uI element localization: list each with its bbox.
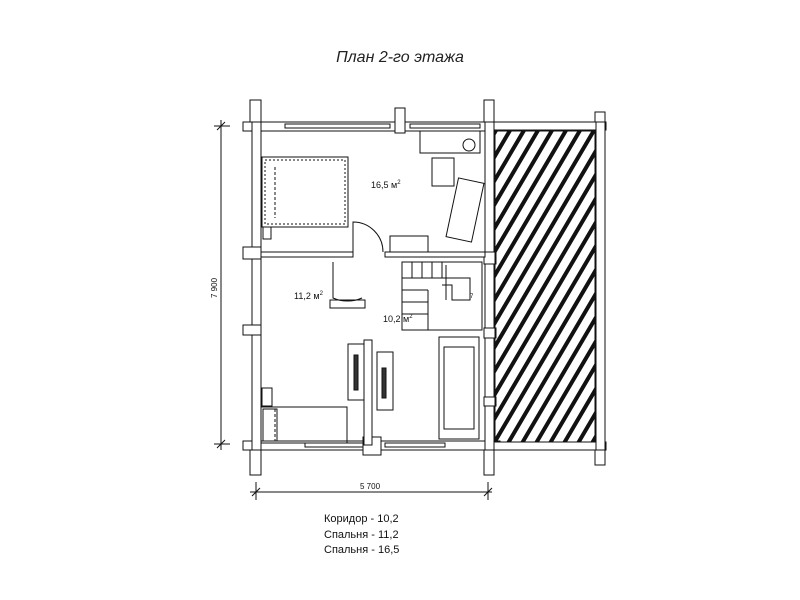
wardrobe-right [376,351,394,411]
window-bottom-left [304,442,366,448]
chair [431,157,455,187]
sofa-lower [438,336,480,440]
nightstand-lower [261,387,273,407]
area-legend: Коридор - 10,2 Спальня - 11,2 Спальня - … [324,512,399,559]
dimension-width-label: 5 700 [360,482,381,491]
window-top-right [409,123,481,129]
right-wall-joint-middle [483,327,497,339]
stair-step-label: 7 [470,294,474,300]
sofa-upper [445,177,485,243]
room-area-corridor: 10,2 м2 [383,314,413,324]
left-wall-joint-lower [242,324,262,336]
dimension-height-label: 7 900 [210,277,219,298]
left-wall-joint-upper [242,246,262,260]
door-lower [332,262,363,302]
wall-left [251,121,262,451]
staircase [401,261,483,331]
partition-vertical [363,339,373,446]
desk-lamp [462,138,476,152]
legend-item-bedroom-large: Спальня - 16,5 [324,544,400,556]
legend-item-corridor: Коридор - 10,2 [324,513,399,525]
balcony-rail-right [595,121,606,451]
balcony-rail-top [493,121,607,131]
balcony-rail-bottom [493,441,607,451]
legend-item-bedroom-small: Спальня - 11,2 [324,528,399,541]
right-wall-joint-upper [483,251,497,265]
nightstand-upper [262,226,272,240]
top-wall-post [394,107,406,134]
cabinet [389,235,429,253]
right-wall-joint-lower [483,396,497,407]
window-top-left [284,123,391,129]
dimension-width [250,482,493,500]
partition-short [329,299,366,309]
plan-title: План 2-го этажа [336,49,464,66]
partition-upper-left [260,251,354,258]
wall-right [484,121,495,451]
balcony-hatch [495,131,595,442]
wardrobe-left [347,343,365,401]
desk [419,130,481,154]
room-area-bedroom-small: 11,2 м2 [294,291,324,301]
dimension-height [214,120,230,450]
bed-upper [261,156,349,228]
bed-lower [260,406,348,444]
window-bottom-right [384,442,446,448]
partition-upper-right [384,251,486,258]
room-area-bedroom-large: 16,5 м2 [371,180,401,190]
door-upper [352,221,384,253]
